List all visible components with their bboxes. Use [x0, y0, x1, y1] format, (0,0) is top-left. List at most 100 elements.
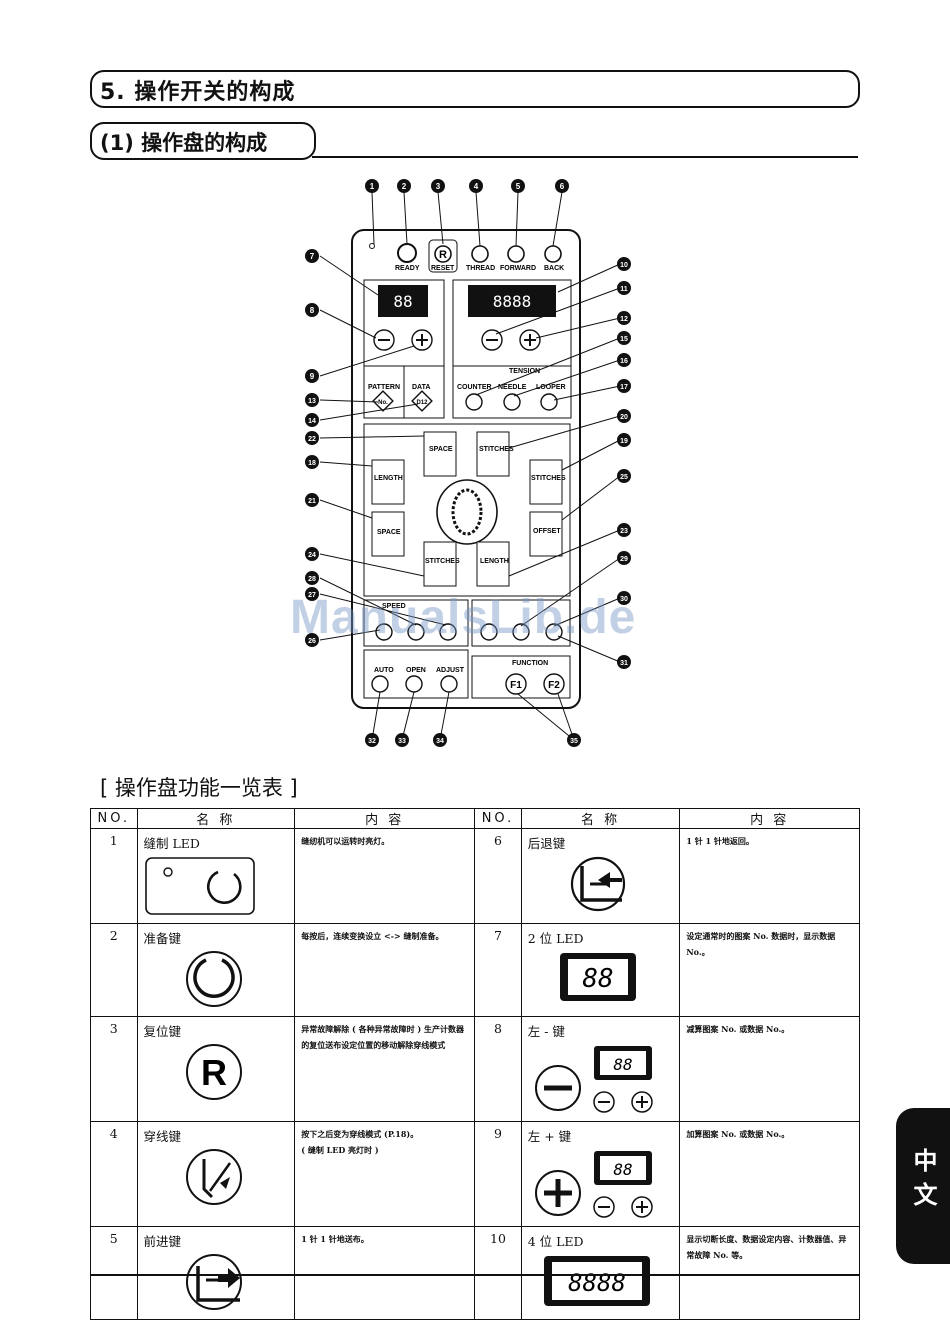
callout-number-4: 4 [474, 182, 479, 191]
callout-circle-9 [305, 369, 319, 383]
callout-number-18: 18 [308, 460, 316, 467]
callout-number-19: 19 [620, 438, 628, 445]
row-name-cell: 左 + 键 88 [520, 1121, 681, 1227]
callout-number-9: 9 [310, 372, 315, 381]
data-d12-glyph: D12 [416, 400, 428, 406]
row-name: 准备键 [143, 931, 182, 946]
stitches-bottom-key-label: STITCHES [425, 558, 460, 565]
callout-number-15: 15 [620, 336, 628, 343]
row-no: 6 [474, 828, 522, 924]
ready-key-icon [185, 951, 242, 1007]
reset-key-label: RESET [431, 265, 455, 272]
callout-circle-21 [305, 493, 319, 507]
callout-circle-33 [395, 733, 409, 747]
data-key-label: DATA [412, 384, 430, 391]
row-name: 缝制 LED [143, 836, 200, 851]
looper-key-label: LOOPER [536, 384, 566, 391]
callout-circle-8 [305, 303, 319, 317]
header-content-2: 内 容 [679, 808, 860, 829]
row-name-cell: 2 位 LED 88 [520, 923, 681, 1017]
row-name: 4 位 LED [527, 1234, 584, 1249]
length-bottom-key-label: LENGTH [480, 558, 509, 565]
row-content: 加算图案 No. 或数据 No.。 [679, 1121, 860, 1227]
needle-key-label: NEEDLE [498, 384, 527, 391]
section-title-box: 5. 操作开关的构成 [90, 70, 860, 108]
callout-number-20: 20 [620, 414, 628, 421]
callout-circle-1 [365, 179, 379, 193]
auto-key-label: AUTO [374, 667, 394, 674]
callout-number-22: 22 [308, 436, 316, 443]
callout-number-5: 5 [516, 182, 521, 191]
table-row: 5 前进键 1 针 1 针地送布。 10 4 位 LED 8888 [90, 1226, 860, 1320]
header-no-2: NO. [474, 808, 522, 829]
callout-number-3: 3 [436, 182, 441, 191]
reset-key-glyph: R [439, 249, 447, 261]
callout-circle-2 [397, 179, 411, 193]
reset-key-icon: R [185, 1044, 242, 1100]
callout-circle-12 [617, 311, 631, 325]
callout-number-33: 33 [398, 738, 406, 745]
callout-number-16: 16 [620, 358, 628, 365]
row-no: 7 [474, 923, 522, 1017]
section-title: 5. 操作开关的构成 [100, 80, 296, 105]
watermark-text: ManualsLib.de [290, 591, 637, 644]
four-digit-led-text: 8888 [568, 1269, 626, 1297]
row-no: 5 [90, 1226, 138, 1320]
callout-number-24: 24 [308, 552, 316, 559]
callout-circle-3 [431, 179, 445, 193]
row-name: 左 + 键 [527, 1129, 572, 1144]
two-digit-led-icon: 88 [559, 953, 636, 1001]
callout-circle-25 [617, 469, 631, 483]
tension-label: TENSION [509, 368, 540, 375]
row-name-cell: 穿线键 [136, 1121, 296, 1227]
callout-circle-34 [433, 733, 447, 747]
callout-circle-27 [305, 587, 319, 601]
table-row: 4 穿线键 按下之后变为穿线模式 (P.18)。 ( 缝制 LED 亮灯时 ) … [90, 1121, 860, 1227]
four-digit-led-icon: 8888 [543, 1256, 650, 1306]
callout-number-17: 17 [620, 384, 628, 391]
row-content: 异常故障解除 ( 各种异常故障时 ) 生产计数器的复位送布设定位置的移动解除穿线… [294, 1016, 476, 1122]
thread-key-icon [185, 1149, 242, 1205]
mini-led-text: 88 [613, 1160, 632, 1179]
two-digit-led: 88 [393, 292, 412, 311]
row-name: 前进键 [143, 1234, 182, 1249]
forward-key-label: FORWARD [500, 265, 536, 272]
callout-circle-30 [617, 591, 631, 605]
callout-circle-35 [567, 733, 581, 747]
back-key-label: BACK [544, 265, 564, 272]
callout-circle-29 [617, 551, 631, 565]
pattern-key-label: PATTERN [368, 384, 400, 391]
callout-number-14: 14 [308, 418, 316, 425]
row-name-cell: 左 - 键 88 [520, 1016, 681, 1122]
space-left-key-label: SPACE [377, 529, 401, 536]
open-key-label: OPEN [406, 667, 426, 674]
f2-key-label: F2 [548, 680, 560, 691]
row-name: 后退键 [527, 836, 566, 851]
row-name: 左 - 键 [527, 1024, 565, 1039]
space-top-key-label: SPACE [429, 446, 453, 453]
callout-circle-26 [305, 633, 319, 647]
thread-key-label: THREAD [466, 265, 495, 272]
header-name-1: 名 称 [136, 808, 296, 829]
row-name-cell: 前进键 [136, 1226, 296, 1320]
row-no: 4 [90, 1121, 138, 1227]
callout-circle-14 [305, 413, 319, 427]
callout-number-29: 29 [620, 556, 628, 563]
callout-circle-28 [305, 571, 319, 585]
callout-number-26: 26 [308, 638, 316, 645]
callout-circle-6 [555, 179, 569, 193]
callout-number-34: 34 [436, 738, 444, 745]
row-name-cell: 4 位 LED 8888 [520, 1226, 681, 1320]
callout-number-6: 6 [560, 182, 565, 191]
callout-number-32: 32 [368, 738, 376, 745]
callout-circle-32 [365, 733, 379, 747]
subsection-title-box: (1) 操作盘的构成 [90, 122, 316, 160]
callout-number-35: 35 [570, 738, 578, 745]
callout-circle-19 [617, 433, 631, 447]
left-plus-key-icon: 88 [534, 1151, 653, 1218]
row-content: 显示切断长度、数据设定内容、计数器值、异常故障 No. 等。 [679, 1226, 860, 1320]
stitches-top-key-label: STITCHES [479, 446, 514, 453]
two-digit-led-text: 88 [582, 964, 613, 994]
header-name-2: 名 称 [520, 808, 681, 829]
